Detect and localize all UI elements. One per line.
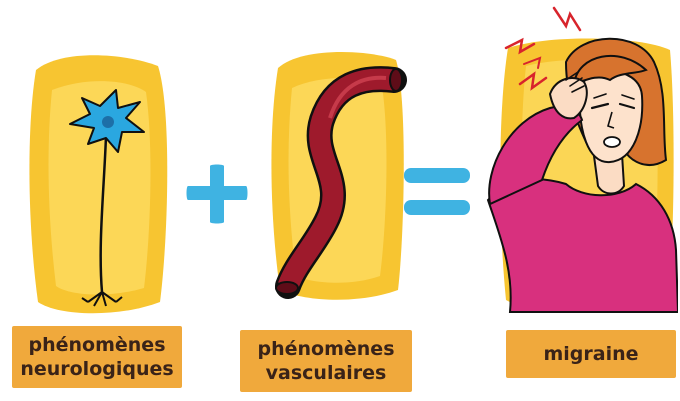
label-migraine: migraine xyxy=(506,330,676,378)
label-line: phénomènes xyxy=(258,337,395,361)
equals-icon xyxy=(400,160,474,226)
plus-icon xyxy=(180,160,254,228)
label-line: vasculaires xyxy=(258,361,395,385)
label-line: phénomènes xyxy=(20,333,173,357)
label-vascular-phenomena: phénomènes vasculaires xyxy=(240,330,412,392)
neuron-panel xyxy=(18,40,178,325)
migraine-panel xyxy=(470,0,678,320)
vessel-panel xyxy=(262,40,412,312)
label-line: migraine xyxy=(543,342,638,366)
label-line: neurologiques xyxy=(20,357,173,381)
label-neurological-phenomena: phénomènes neurologiques xyxy=(12,326,182,388)
